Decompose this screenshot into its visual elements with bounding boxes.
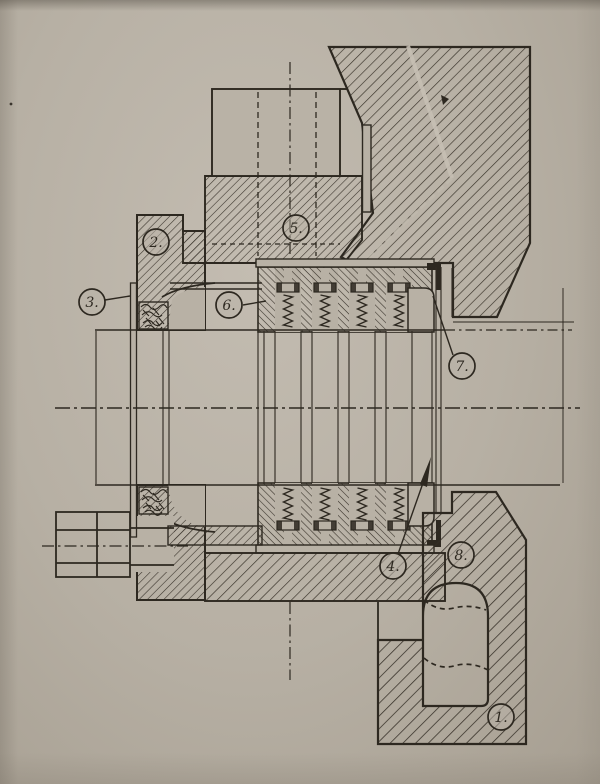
leader-3 (104, 295, 131, 301)
gland-lower (136, 484, 446, 602)
spring-unit (275, 483, 412, 547)
callout-7-label: 7. (455, 359, 468, 375)
snap-ring (427, 263, 441, 290)
gland-flange-lower (204, 552, 446, 602)
leader-7 (432, 295, 454, 356)
leader-4-arrowhead (420, 457, 431, 487)
paper-scratch (364, 176, 454, 262)
pump-casing-upper (327, 45, 532, 319)
paper-speck (9, 102, 13, 106)
centerlines (42, 321, 580, 680)
leader-6 (242, 300, 267, 306)
retainer-plate (255, 544, 435, 554)
callout-6-label: 6. (222, 298, 235, 314)
callouts: 1. 2. 3. 4. 5. 6. 7. 8. (78, 214, 515, 731)
callout-4-label: 4. (385, 559, 399, 575)
baffle-plate (361, 124, 372, 213)
retainer-plate (255, 258, 435, 268)
sleeve-arm (167, 525, 263, 546)
callout-1: 1. (487, 703, 515, 731)
leader-4 (397, 482, 424, 555)
callout-3-label: 3. (85, 295, 98, 311)
callout-6: 6. (215, 291, 243, 319)
callout-8-label: 8. (454, 548, 467, 564)
stud-end (211, 88, 341, 177)
callout-5-label: 5. (289, 221, 302, 237)
callout-8: 8. (447, 541, 475, 569)
seal-cartridge-bottom (255, 482, 441, 554)
pump-casing-lower (376, 490, 528, 746)
callout-2: 2. (142, 228, 170, 256)
callout-3: 3. (78, 288, 106, 316)
callout-2-label: 2. (148, 235, 162, 251)
gland-face-plate (129, 282, 138, 538)
drain-passage-hidden-line (423, 599, 487, 611)
callout-4: 4. (379, 552, 407, 580)
gland-stud-and-flange (182, 62, 363, 264)
callout-7: 7. (448, 352, 476, 380)
drain-passage-hidden-line (423, 657, 489, 671)
callout-leaders (104, 295, 454, 555)
paper-scratch (406, 45, 454, 179)
seal-cartridge-top (255, 258, 441, 333)
callout-1-label: 1. (494, 710, 507, 726)
callout-5: 5. (282, 214, 310, 242)
seal-end-cap (407, 287, 435, 333)
gland-bolt (55, 511, 174, 578)
